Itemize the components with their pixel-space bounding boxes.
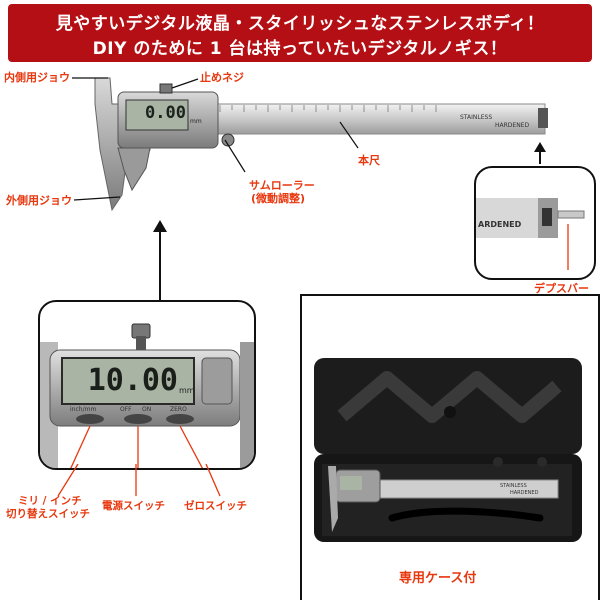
label-depth-bar: デプスバー [534,282,589,295]
label-thumb-roller-2: (微動調整) [251,192,306,205]
depth-bar-illustration [476,198,585,270]
label-inner-jaw: 内側用ジョウ [4,71,70,84]
closeup-detail: 10.00 mm inch/mm OFF ON ZERO [38,300,256,470]
btn-zero-shape [166,414,194,424]
closeup-btn-inch-label: inch/mm [70,406,97,413]
btn-power-shape [124,414,152,424]
beam-end-tab [538,108,548,128]
label-unit-switch-1: ミリ / インチ [18,495,82,507]
title-banner: 見やすいデジタル液晶・スタイリッシュなステンレスボディ！ DIY のために 1 … [8,4,592,62]
leader-lines [72,77,359,201]
lcd-readout: 0.00 [145,103,186,123]
label-thumb-roller-1: サムローラー [249,179,315,192]
label-outer-jaw: 外側用ジョウ [6,194,72,207]
closeup-lcd-readout: 10.00 [87,363,178,398]
closeup-lcd-unit: mm [179,386,195,395]
arrow-up-closeup [153,220,167,300]
label-lock-screw: 止めネジ [200,71,244,84]
banner-line-2: DIY のために 1 台は持っていたいデジタルノギス！ [92,39,508,59]
caliper-illustration [72,77,548,212]
case-stainless-text: STAINLESS [500,483,527,489]
closeup-leader-lines [57,464,221,497]
scale-stainless-text: STAINLESS [460,114,493,121]
lcd-unit: mm [190,118,202,125]
thumb-roller [221,133,235,147]
depth-detail-text: ARDENED [478,220,522,229]
label-case: 専用ケース付 [399,571,477,586]
btn-unit-shape [76,414,104,424]
closeup-btn-on-label: ON [142,406,152,413]
lcd-screen [125,99,189,131]
scale-ticks [219,105,437,112]
label-main-scale: 本尺 [358,154,380,167]
case-hardened-text: HARDENED [510,490,539,496]
closeup-btn-zero-label: ZERO [170,406,187,413]
label-unit-switch-2: 切り替えスイッチ [6,508,90,520]
moving-jaw [117,147,151,192]
case-illustration [314,358,582,542]
closeup-illustration [40,323,254,468]
scale-hardened-text: HARDENED [495,122,530,129]
banner-line-1: 見やすいデジタル液晶・スタイリッシュなステンレスボディ！ [55,14,545,34]
arrow-up-depth [534,142,546,164]
depth-bar-detail: ARDENED [474,166,596,280]
case-panel [300,294,600,600]
lock-screw [159,83,173,94]
label-zero-switch: ゼロスイッチ [184,500,247,512]
label-power-switch: 電源スイッチ [102,500,165,512]
closeup-btn-off-label: OFF [120,406,132,413]
